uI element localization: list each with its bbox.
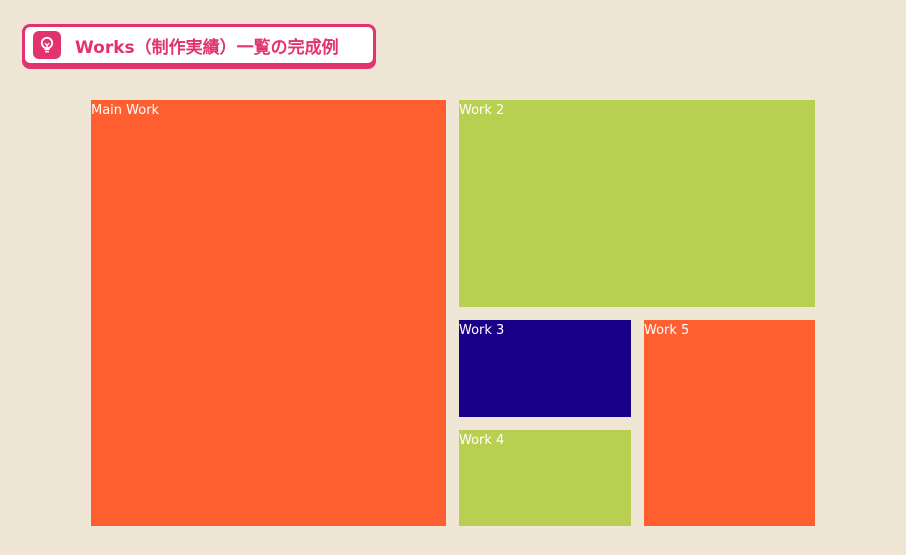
page-title: Works（制作実績）一覧の完成例 (75, 37, 339, 58)
page-title-badge: Works（制作実績）一覧の完成例 (22, 24, 376, 66)
work-tile-label: Work 5 (644, 323, 690, 338)
work-tile-2[interactable]: Work 2 (459, 100, 815, 307)
lightbulb-icon (33, 31, 61, 59)
lightbulb-icon-svg (40, 36, 54, 53)
work-tile-label: Work 3 (459, 323, 505, 338)
work-tile-4[interactable]: Work 4 (459, 430, 631, 526)
work-tile-label: Work 4 (459, 433, 505, 448)
work-tile-main[interactable]: Main Work (91, 100, 446, 526)
work-tile-label: Main Work (91, 103, 160, 118)
work-tile-5[interactable]: Work 5 (644, 320, 815, 526)
work-tile-label: Work 2 (459, 103, 505, 118)
work-tile-3[interactable]: Work 3 (459, 320, 631, 417)
